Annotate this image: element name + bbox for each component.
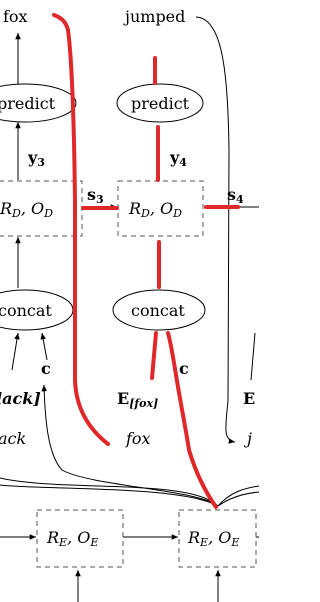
encoder-box-right — [178, 509, 257, 568]
edge-elack-to-concat — [11, 332, 20, 371]
encoder-label-right: RE, OE — [187, 528, 239, 549]
edge-enc-fan-1 — [0, 484, 219, 507]
highlight-fox-feedback — [52, 13, 110, 446]
input-word-right: j — [244, 429, 252, 448]
edge-enc-fan-3 — [217, 485, 259, 507]
seq2seq-diagram: fox jumped predict predict y3 y4 RD, OD … — [0, 7, 259, 602]
highlight-encoder-to-concat — [166, 331, 218, 509]
edge-c-to-concat-left — [40, 332, 48, 361]
embedding-label-left: lack] — [0, 389, 41, 408]
decoder-box-mid — [117, 180, 204, 237]
y-label-left: y3 — [27, 148, 45, 169]
context-label-mid: c — [179, 359, 189, 378]
output-word-mid: jumped — [123, 7, 185, 26]
decoder-label-left: RD, OD — [0, 199, 53, 220]
input-word-left: ack — [0, 429, 26, 448]
state-label-left: s3 — [87, 185, 104, 206]
edge-enc-to-c-left — [41, 384, 219, 507]
encoder-box-left — [36, 509, 124, 568]
state-label-mid: s4 — [227, 185, 244, 206]
highlight-efox-to-concat — [150, 331, 158, 380]
edge-jumped-to-j — [195, 16, 236, 444]
context-label-left: c — [41, 359, 51, 378]
decoder-box-left — [0, 180, 83, 237]
concat-label-mid: concat — [131, 301, 185, 320]
predict-label-left: predict — [0, 94, 56, 113]
concat-label-left: concat — [0, 301, 52, 320]
decoder-label-mid: RD, OD — [128, 199, 182, 220]
concat-node-left — [0, 289, 74, 331]
y-label-mid: y4 — [169, 148, 187, 169]
encoder-label-left: RE, OE — [46, 528, 98, 549]
embedding-label-right: E — [243, 389, 255, 408]
predict-node-left — [0, 83, 77, 123]
embedding-label-mid: E[fox] — [117, 389, 158, 410]
edge-enc-fan-2 — [0, 477, 219, 507]
highlight-path — [52, 13, 240, 509]
output-word-left: fox — [3, 7, 28, 26]
edge-eright — [250, 332, 256, 381]
input-word-mid: fox — [125, 429, 151, 448]
concat-node-mid — [112, 289, 206, 331]
predict-node-mid — [116, 83, 204, 123]
edge-enc-fan-4 — [217, 491, 259, 507]
predict-label-mid: predict — [131, 94, 190, 113]
